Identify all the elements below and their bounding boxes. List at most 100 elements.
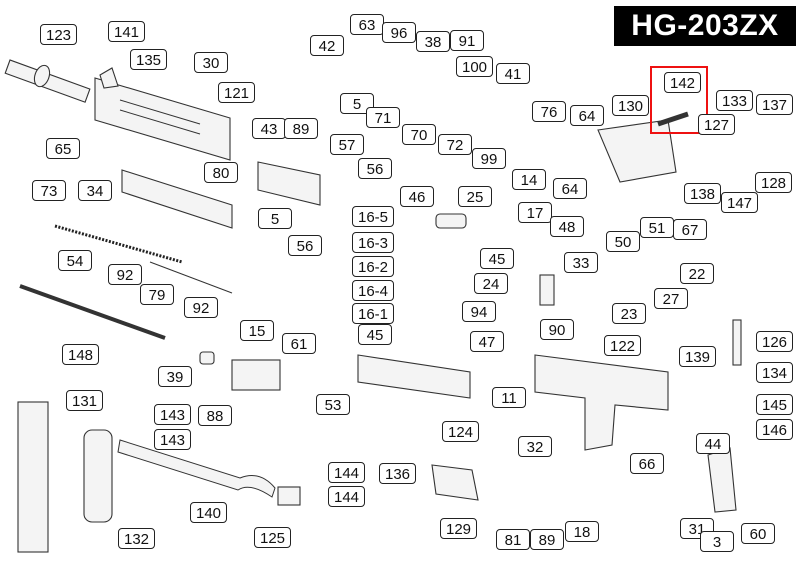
part-label-139: 139 xyxy=(679,346,717,367)
part-label-76: 76 xyxy=(532,101,566,122)
lower-receiver-part xyxy=(357,354,471,399)
part-label-57: 57 xyxy=(330,134,364,155)
part-90-shape xyxy=(539,274,555,306)
part-label-39: 39 xyxy=(158,366,192,387)
part-label-100: 100 xyxy=(456,56,494,77)
pin-rod-part xyxy=(149,261,233,294)
part-label-3: 3 xyxy=(700,531,734,552)
highlight-box xyxy=(650,66,708,134)
part-label-16-5: 16-5 xyxy=(352,206,395,227)
part-label-70: 70 xyxy=(402,124,436,145)
part-label-38: 38 xyxy=(416,31,450,52)
part-label-130: 130 xyxy=(612,95,650,116)
part-label-125: 125 xyxy=(254,527,292,548)
part-label-67: 67 xyxy=(673,219,707,240)
charging-slide-part xyxy=(257,161,321,206)
part-label-141: 141 xyxy=(108,21,146,42)
part-label-137: 137 xyxy=(756,94,794,115)
grip-cover-part xyxy=(83,429,113,523)
part-label-18: 18 xyxy=(565,521,599,542)
part-label-99: 99 xyxy=(472,148,506,169)
part-label-132: 132 xyxy=(118,528,156,549)
part-label-45: 45 xyxy=(358,324,392,345)
part-label-71: 71 xyxy=(366,107,400,128)
part-label-146: 146 xyxy=(756,419,794,440)
part-125-shape xyxy=(277,486,301,506)
part-label-11: 11 xyxy=(492,387,526,408)
part-label-128: 128 xyxy=(755,172,793,193)
part-label-89: 89 xyxy=(530,529,564,550)
outer-barrel-part xyxy=(4,59,91,103)
part-label-66: 66 xyxy=(630,453,664,474)
part-label-88: 88 xyxy=(198,405,232,426)
guide-rod-part xyxy=(19,284,166,340)
part-label-64: 64 xyxy=(570,105,604,126)
part-label-129: 129 xyxy=(440,518,478,539)
part-label-5: 5 xyxy=(258,208,292,229)
part-label-47: 47 xyxy=(470,331,504,352)
part-label-16-2: 16-2 xyxy=(352,256,395,277)
part-label-80: 80 xyxy=(204,162,238,183)
bolt-cover-part xyxy=(121,169,233,229)
part-label-136: 136 xyxy=(379,463,417,484)
part-label-135: 135 xyxy=(130,49,168,70)
part-label-56: 56 xyxy=(288,235,322,256)
part-label-24: 24 xyxy=(474,273,508,294)
folding-stock-part xyxy=(117,439,276,498)
part-label-91: 91 xyxy=(450,30,484,51)
frame-part xyxy=(534,354,669,451)
part-label-127: 127 xyxy=(698,114,736,135)
part-label-94: 94 xyxy=(462,301,496,322)
part-label-30: 30 xyxy=(194,52,228,73)
part-label-14: 14 xyxy=(512,169,546,190)
rear-cover-part xyxy=(597,119,677,183)
part-label-46: 46 xyxy=(400,186,434,207)
part-label-145: 145 xyxy=(756,394,794,415)
part-label-90: 90 xyxy=(540,319,574,340)
part-label-79: 79 xyxy=(140,284,174,305)
part-label-16-1: 16-1 xyxy=(352,303,395,324)
part-label-44: 44 xyxy=(696,433,730,454)
part-label-65: 65 xyxy=(46,138,80,159)
part-label-23: 23 xyxy=(612,303,646,324)
part-label-148: 148 xyxy=(62,344,100,365)
part-label-42: 42 xyxy=(310,35,344,56)
part-label-56: 56 xyxy=(358,158,392,179)
pin-126-shape xyxy=(732,319,742,366)
part-label-144: 144 xyxy=(328,486,366,507)
part-label-32: 32 xyxy=(518,436,552,457)
part-label-25: 25 xyxy=(458,186,492,207)
trigger-guard-part xyxy=(431,464,479,501)
part-label-142: 142 xyxy=(664,72,702,93)
part-label-63: 63 xyxy=(350,14,384,35)
part-label-50: 50 xyxy=(606,231,640,252)
part-label-121: 121 xyxy=(218,82,256,103)
part-15-shape xyxy=(231,359,281,391)
part-label-96: 96 xyxy=(382,22,416,43)
part-label-73: 73 xyxy=(32,180,66,201)
part-label-134: 134 xyxy=(756,362,794,383)
part-label-33: 33 xyxy=(564,252,598,273)
part-label-15: 15 xyxy=(240,320,274,341)
grip-panel-part xyxy=(707,447,737,513)
part-label-34: 34 xyxy=(78,180,112,201)
part-label-17: 17 xyxy=(518,202,552,223)
part-label-147: 147 xyxy=(721,192,759,213)
part-label-140: 140 xyxy=(190,502,228,523)
part-label-126: 126 xyxy=(756,331,794,352)
part-label-48: 48 xyxy=(550,216,584,237)
part-label-16-3: 16-3 xyxy=(352,232,395,253)
part-39-shape xyxy=(199,351,215,365)
part-label-41: 41 xyxy=(496,63,530,84)
part-label-89: 89 xyxy=(284,118,318,139)
part-label-143: 143 xyxy=(154,404,192,425)
part-label-124: 124 xyxy=(442,421,480,442)
part-label-123: 123 xyxy=(40,24,78,45)
pin-142-shape xyxy=(657,111,689,127)
part-label-61: 61 xyxy=(282,333,316,354)
part-label-92: 92 xyxy=(108,264,142,285)
recoil-spring-part xyxy=(54,224,183,264)
part-label-143: 143 xyxy=(154,429,192,450)
